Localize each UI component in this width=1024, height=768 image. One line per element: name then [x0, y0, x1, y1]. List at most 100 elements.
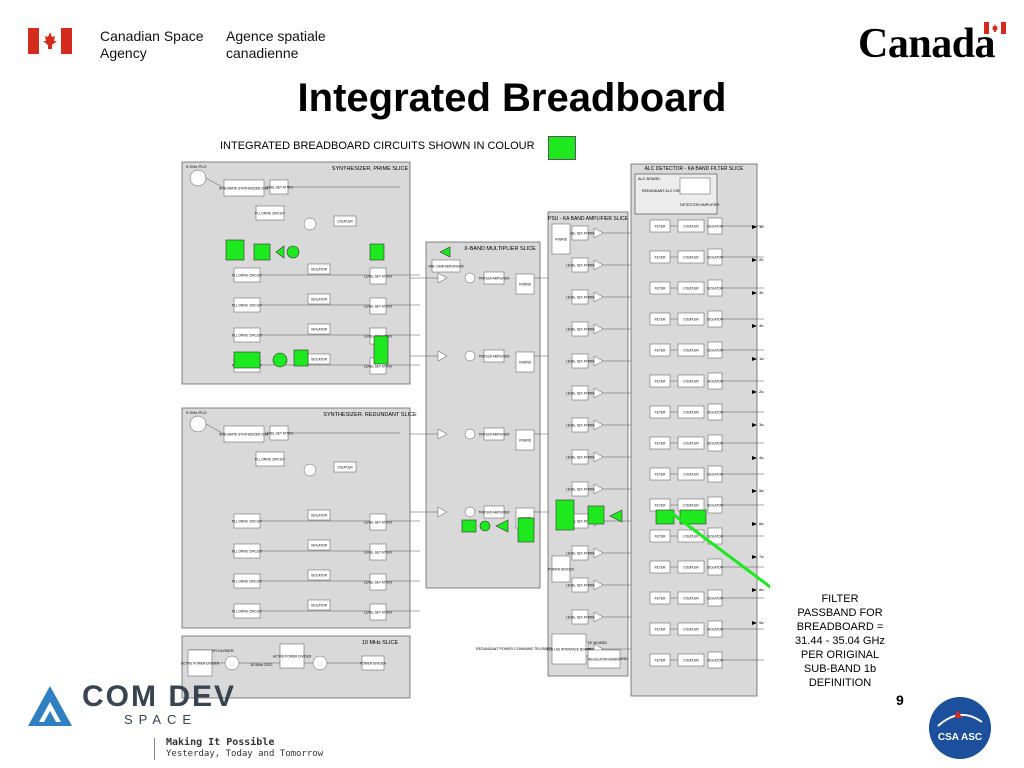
agency-name-fr: Agence spatiale canadienne: [226, 28, 326, 61]
alc-coupler-13-label: COUPLER: [683, 627, 699, 631]
ten-mhz-osc-b: [312, 655, 328, 671]
synth-redundant-chip-label: INTEGRATE SYNTHESIZER CHIP: [219, 432, 269, 436]
ten-mhz-title: 10 MHz SLICE: [362, 640, 399, 646]
synth-prime-pll-row-2-label: PLL DRIVE CIRCUIT: [232, 333, 262, 337]
output-port-3a: 3a: [759, 422, 764, 427]
synth-redundant-level-row-1-label: LEVEL SET ATTEN: [364, 550, 392, 554]
synth-prime-isolator-row-1: [307, 293, 331, 305]
synth-redundant-isolator-row-0-label: ISOLATOR: [311, 513, 328, 517]
detector-label: DETECTOR AMPLIFIER: [680, 203, 720, 207]
alc-title: ALC DETECTOR - KA BAND FILTER SLICE: [645, 166, 744, 172]
csa-asc-badge-icon: CSA ASC: [929, 697, 991, 759]
alc-filter-14-label: FILTER: [655, 658, 666, 662]
ten-mhz-divider-a-label: ACTIVE POWER DIVIDER: [181, 661, 220, 665]
xband-tripler-3-label: TRIPLER AMPLIFIER: [479, 510, 511, 514]
psu-level-6-label: LEVEL SET ATTEN: [566, 423, 594, 427]
synth-redundant-level-row-3-label: LEVEL SET ATTEN: [364, 610, 392, 614]
output-arrow-icon: [752, 522, 757, 526]
psu-level-11-label: LEVEL SET ATTEN: [566, 583, 594, 587]
synth-redundant-pll-row-0-label: PLL DRIVE CIRCUIT: [232, 519, 262, 523]
alc-filter-5-label: FILTER: [655, 379, 666, 383]
xband-tripler-2: [483, 427, 505, 441]
alc-isolator-2-label: ISOLATOR: [707, 286, 724, 290]
synth-prime-pll: [255, 205, 285, 221]
alc-filter-3-label: FILTER: [655, 317, 666, 321]
alc-filter-6-label: FILTER: [655, 410, 666, 414]
alc-filter-8-label: FILTER: [655, 472, 666, 476]
synth-prime-chip-label: INTEGRATE SYNTHESIZER CHIP: [219, 186, 269, 190]
xband-mult-0: [464, 272, 476, 284]
synth-redundant-level-row-1: [369, 543, 387, 561]
synth-redundant-pll-row-3-label: PLL DRIVE CIRCUIT: [232, 609, 262, 613]
synth-redundant-plo: [189, 415, 207, 433]
alc-isolator-5-label: ISOLATOR: [707, 379, 724, 383]
psu-level-0-label: LEVEL SET ATTEN: [566, 231, 594, 235]
xband-var-gain: [431, 259, 461, 273]
synth-redundant-isolator-row-3-label: ISOLATOR: [311, 603, 328, 607]
osc-label: 10 MHz OSC.: [250, 663, 273, 667]
synth-redundant-isolator-row-0: [307, 509, 331, 521]
psu-level-10-label: LEVEL SET ATTEN: [566, 551, 594, 555]
output-port-2a: 2a: [759, 389, 764, 394]
synth-redundant-coupler-label: COUPLER: [337, 465, 353, 469]
xband-mult-1: [464, 350, 476, 362]
psu-level-7-label: LEVEL SET ATTEN: [566, 455, 594, 459]
agency-name-en: Canadian Space Agency: [100, 28, 204, 61]
synth-prime-vtg: [303, 217, 317, 231]
xband-hybrid-0-label: HYBRID: [519, 282, 532, 286]
output-port-6a: 6a: [759, 521, 764, 526]
output-arrow-icon: [752, 258, 757, 262]
xband-hybrid-0: [515, 273, 535, 295]
output-arrow-icon: [752, 423, 757, 427]
alc-filter-13-label: FILTER: [655, 627, 666, 631]
synth-redundant-level-row-2-label: LEVEL SET ATTEN: [364, 580, 392, 584]
psu-hybrid-top: [551, 223, 571, 255]
tagline-primary: Making It Possible: [166, 737, 275, 748]
psu-level-8-label: LEVEL SET ATTEN: [566, 487, 594, 491]
synth-prime-isolator-row-3-label: ISOLATOR: [311, 357, 328, 361]
output-port-1b: 1b: [759, 224, 764, 229]
alc-isolator-4-label: ISOLATOR: [707, 348, 724, 352]
alc-coupler-2-label: COUPLER: [683, 286, 699, 290]
comdev-division: SPACE: [124, 712, 198, 727]
synth-prime-isolator-row-0: [307, 263, 331, 275]
highlight-color-swatch: [548, 136, 576, 160]
synth-prime-coupler-label: COUPLER: [337, 219, 353, 223]
alc-coupler-8-label: COUPLER: [683, 472, 699, 476]
tagline-secondary: Yesterday, Today and Tomorrow: [166, 749, 324, 759]
alc-isolator-11-label: ISOLATOR: [707, 565, 724, 569]
psu-level-12-label: LEVEL SET ATTEN: [566, 615, 594, 619]
ten-mhz-power-divider-label: POWER DIVIDER: [360, 661, 387, 665]
signal-line: [205, 177, 225, 189]
synth-prime-coupler: [333, 215, 357, 227]
ten-mhz-divider-b: [279, 643, 305, 669]
psu-level-1-label: LEVEL SET ATTEN: [566, 263, 594, 267]
psu-regulator: [587, 649, 621, 669]
alc-coupler-4-label: COUPLER: [683, 348, 699, 352]
psu-lcu-label: LCU LSU INTERFACE BOARD: [547, 647, 592, 651]
psu-title: PSU - KA BAND AMPLIFIER SLICE: [548, 216, 628, 222]
xband-hybrid-1: [515, 351, 535, 373]
xband-tripler-1: [483, 349, 505, 363]
output-port-2b: 2b: [759, 257, 764, 262]
alc-coupler-10-label: COUPLER: [683, 534, 699, 538]
alc-filter-4-label: FILTER: [655, 348, 666, 352]
xband-title: X-BAND MULTIPLIER SLICE: [464, 246, 536, 252]
alc-isolator-13-label: ISOLATOR: [707, 627, 724, 631]
synth-prime-level-set-label: LEVEL SET ATTEN: [265, 185, 293, 189]
plo-label-redundant: 9 GHz PLO: [186, 410, 206, 415]
alc-coupler-7-label: COUPLER: [683, 441, 699, 445]
output-arrow-icon: [752, 555, 757, 559]
output-port-5a: 5a: [759, 488, 764, 493]
alc-isolator-6-label: ISOLATOR: [707, 410, 724, 414]
psu-panel: [547, 211, 629, 677]
alc-isolator-14-label: ISOLATOR: [707, 658, 724, 662]
plo-label-prime: 9 GHz PLO: [186, 164, 206, 169]
diagram-caption: INTEGRATED BREADBOARD CIRCUITS SHOWN IN …: [220, 140, 535, 152]
wordmark-flag-icon: [984, 22, 1006, 34]
page-number: 9: [896, 692, 904, 708]
output-arrow-icon: [752, 225, 757, 229]
output-port-7a: 7a: [759, 554, 764, 559]
synth-prime-level-row-1-label: LEVEL SET ATTEN: [364, 304, 392, 308]
alc-coupler-5-label: COUPLER: [683, 379, 699, 383]
